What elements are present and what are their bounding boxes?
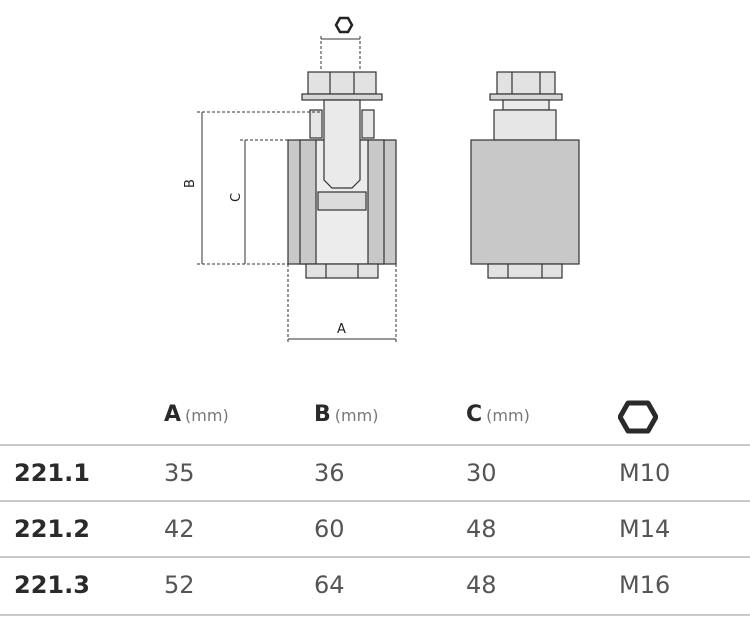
header-a: A(mm) [164,402,229,427]
header-c: C(mm) [466,402,530,427]
dim-b: B [183,111,322,265]
header-c-letter: C [466,402,483,427]
row-a-value: 35 [164,459,195,487]
dim-label-a: A [337,322,346,337]
front-view [287,71,397,279]
row-code: 221.1 [14,459,90,487]
row-b-value: 36 [314,459,345,487]
row-b-value: 60 [314,515,345,543]
row-code: 221.2 [14,515,90,543]
hexagon-icon [617,400,659,434]
dim-a: A [287,264,397,344]
header-b-letter: B [314,402,331,427]
side-view [470,71,580,279]
header-a-unit: (mm) [185,406,229,425]
row-a-value: 52 [164,571,195,599]
dim-c: C [229,139,288,264]
header-hex [617,400,659,440]
row-c-value: 48 [466,515,497,543]
header-c-unit: (mm) [486,406,530,425]
row-c-value: 30 [466,459,497,487]
header-b: B(mm) [314,402,378,427]
row-b-value: 64 [314,571,345,599]
dim-label-c: C [229,193,244,202]
row-thread-value: M16 [619,571,671,599]
dim-label-b: B [183,179,198,188]
table-row: 221.3 52 64 48 M16 [0,556,750,616]
hex-nut-icon [334,16,354,34]
row-thread-value: M10 [619,459,671,487]
row-code: 221.3 [14,571,90,599]
table-row: 221.2 42 60 48 M14 [0,500,750,558]
row-thread-value: M14 [619,515,671,543]
technical-drawing: B C A [183,16,580,344]
table-header: A(mm) B(mm) C(mm) [0,390,750,445]
row-a-value: 42 [164,515,195,543]
header-a-letter: A [164,402,182,427]
header-b-unit: (mm) [334,406,379,425]
table-row: 221.1 35 36 30 M10 [0,444,750,502]
row-c-value: 48 [466,571,497,599]
